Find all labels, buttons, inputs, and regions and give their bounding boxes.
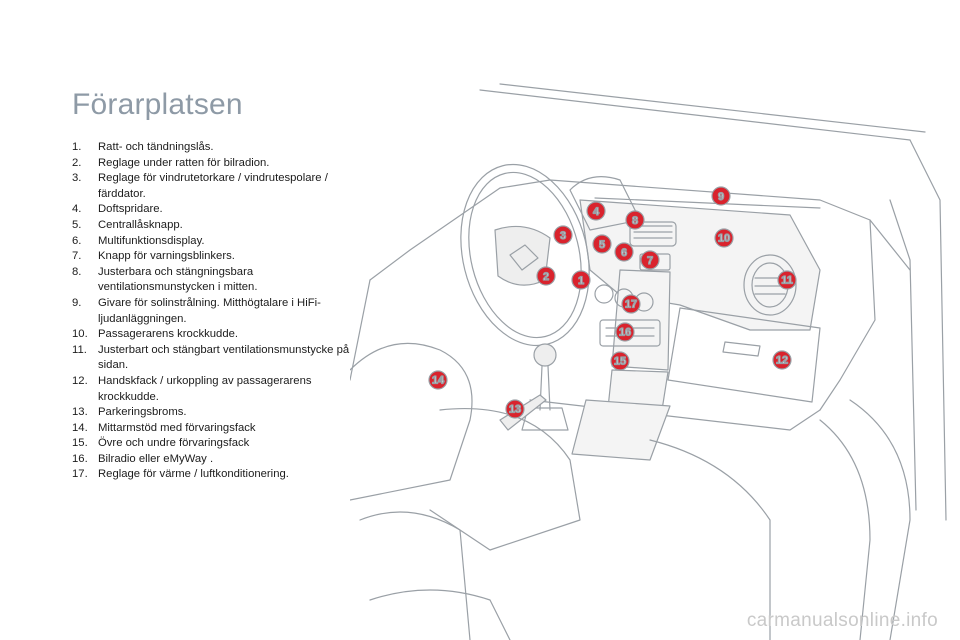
legend-text: Givare för solinstrålning. Mitthögtalare… — [98, 296, 321, 325]
dashboard-illustration: 1 2 3 4 5 6 7 8 9 10 11 12 13 14 15 16 1… — [350, 83, 947, 640]
svg-text:1: 1 — [578, 275, 584, 287]
legend-item: 14. Mittarmstöd med förvaringsfack — [72, 421, 362, 437]
callout-marker: 17 — [621, 294, 641, 314]
legend-number: 6. — [72, 234, 82, 247]
legend-text: Multifunktionsdisplay. — [98, 234, 205, 247]
legend-item: 16. Bilradio eller eMyWay . — [72, 452, 362, 468]
legend-item: 17. Reglage för värme / luftkonditionerin… — [72, 467, 362, 483]
legend-item: 7. Knapp för varningsblinkers. — [72, 249, 362, 265]
svg-text:7: 7 — [647, 255, 653, 267]
callout-marker: 8 — [625, 210, 645, 230]
svg-text:5: 5 — [599, 239, 605, 251]
callout-marker: 14 — [428, 370, 448, 390]
page-title: Förarplatsen — [72, 88, 243, 121]
callout-marker: 12 — [772, 350, 792, 370]
legend-number: 2. — [72, 156, 82, 169]
legend-number: 12. — [72, 374, 88, 387]
legend-text: Övre och undre förvaringsfack — [98, 437, 250, 450]
legend-text: Justerbart och stängbart ventilationsmun… — [98, 343, 350, 372]
callout-marker: 5 — [592, 234, 612, 254]
legend-number: 10. — [72, 328, 88, 341]
svg-text:3: 3 — [560, 230, 566, 242]
svg-text:13: 13 — [509, 404, 521, 416]
legend-item: 12. Handskfack / urkoppling av passagerar… — [72, 374, 362, 405]
legend-item: 11. Justerbart och stängbart ventilations… — [72, 343, 362, 374]
legend-item: 6. Multifunktionsdisplay. — [72, 234, 362, 250]
svg-text:14: 14 — [432, 375, 445, 387]
legend-text: Justerbara och stängningsbara ventilatio… — [98, 265, 258, 294]
legend-item: 3. Reglage för vindrutetorkare / vindrute… — [72, 171, 362, 202]
callout-marker: 11 — [777, 270, 797, 290]
legend-number: 14. — [72, 421, 88, 434]
legend-text: Doftspridare. — [98, 203, 163, 216]
watermark: carmanualsonline.info — [746, 610, 938, 631]
door-panel — [819, 399, 911, 640]
callout-marker: 15 — [610, 351, 630, 371]
callout-markers: 1 2 3 4 5 6 7 8 9 10 11 12 13 14 15 16 1… — [428, 186, 797, 419]
component-legend: 1. Ratt- och tändningslås. 2. Reglage unde… — [72, 140, 362, 483]
callout-marker: 3 — [553, 225, 573, 245]
callout-marker: 1 — [571, 270, 591, 290]
legend-item: 4. Doftspridare. — [72, 202, 362, 218]
legend-number: 17. — [72, 468, 88, 481]
glovebox — [667, 307, 821, 403]
legend-text: Ratt- och tändningslås. — [98, 141, 214, 153]
legend-text: Bilradio eller eMyWay . — [98, 452, 214, 465]
callout-marker: 16 — [615, 322, 635, 342]
legend-number: 15. — [72, 437, 88, 450]
callout-marker: 13 — [505, 399, 525, 419]
legend-item: 8. Justerbara och stängningsbara ventilat… — [72, 265, 362, 296]
legend-number: 5. — [72, 218, 82, 231]
callout-marker: 4 — [586, 201, 606, 221]
legend-item: 15. Övre och undre förvaringsfack — [72, 436, 362, 452]
callout-marker: 2 — [536, 266, 556, 286]
seats — [350, 342, 771, 640]
legend-number: 3. — [72, 172, 82, 185]
legend-item: 13. Parkeringsbroms. — [72, 405, 362, 421]
gear-lever — [521, 343, 569, 431]
cabin-outline — [350, 83, 947, 521]
legend-text: Reglage under ratten för bilradion. — [98, 156, 270, 169]
svg-text:15: 15 — [614, 356, 626, 368]
legend-text: Passagerarens krockkudde. — [98, 328, 239, 341]
legend-item: 2. Reglage under ratten för bilradion. — [72, 156, 362, 172]
legend-number: 11. — [72, 343, 87, 356]
svg-text:4: 4 — [593, 206, 600, 218]
legend-number: 16. — [72, 452, 88, 465]
legend-number: 9. — [72, 296, 82, 309]
svg-text:6: 6 — [621, 247, 627, 259]
legend-text: Parkeringsbroms. — [98, 406, 187, 419]
svg-text:9: 9 — [718, 191, 724, 203]
svg-text:2: 2 — [543, 271, 549, 283]
svg-text:16: 16 — [619, 327, 631, 339]
legend-text: Reglage för vindrutetorkare / vindrutesp… — [98, 172, 328, 200]
legend-number: 13. — [72, 406, 88, 419]
svg-text:8: 8 — [632, 215, 638, 227]
legend-text: Handskfack / urkoppling av passagerarens… — [98, 374, 312, 403]
legend-number: 1. — [72, 141, 82, 153]
callout-marker: 6 — [614, 242, 634, 262]
legend-number: 4. — [72, 203, 82, 216]
callout-marker: 10 — [714, 228, 734, 248]
legend-text: Knapp för varningsblinkers. — [98, 250, 235, 263]
callout-marker: 9 — [711, 186, 731, 206]
svg-text:12: 12 — [776, 355, 788, 367]
legend-item: 1. Ratt- och tändningslås. — [72, 140, 362, 156]
svg-text:11: 11 — [781, 275, 793, 287]
callout-marker: 7 — [640, 250, 660, 270]
svg-text:10: 10 — [718, 233, 730, 245]
legend-item: 10. Passagerarens krockkudde. — [72, 327, 362, 343]
legend-item: 9. Givare för solinstrålning. Mitthögtala… — [72, 296, 362, 327]
legend-item: 5. Centrallåsknapp. — [72, 218, 362, 234]
svg-text:17: 17 — [625, 299, 637, 311]
legend-text: Centrallåsknapp. — [98, 218, 183, 231]
legend-text: Mittarmstöd med förvaringsfack — [98, 421, 256, 434]
legend-number: 8. — [72, 265, 82, 278]
legend-text: Reglage för värme / luftkonditionering. — [98, 468, 289, 481]
legend-number: 7. — [72, 250, 82, 263]
